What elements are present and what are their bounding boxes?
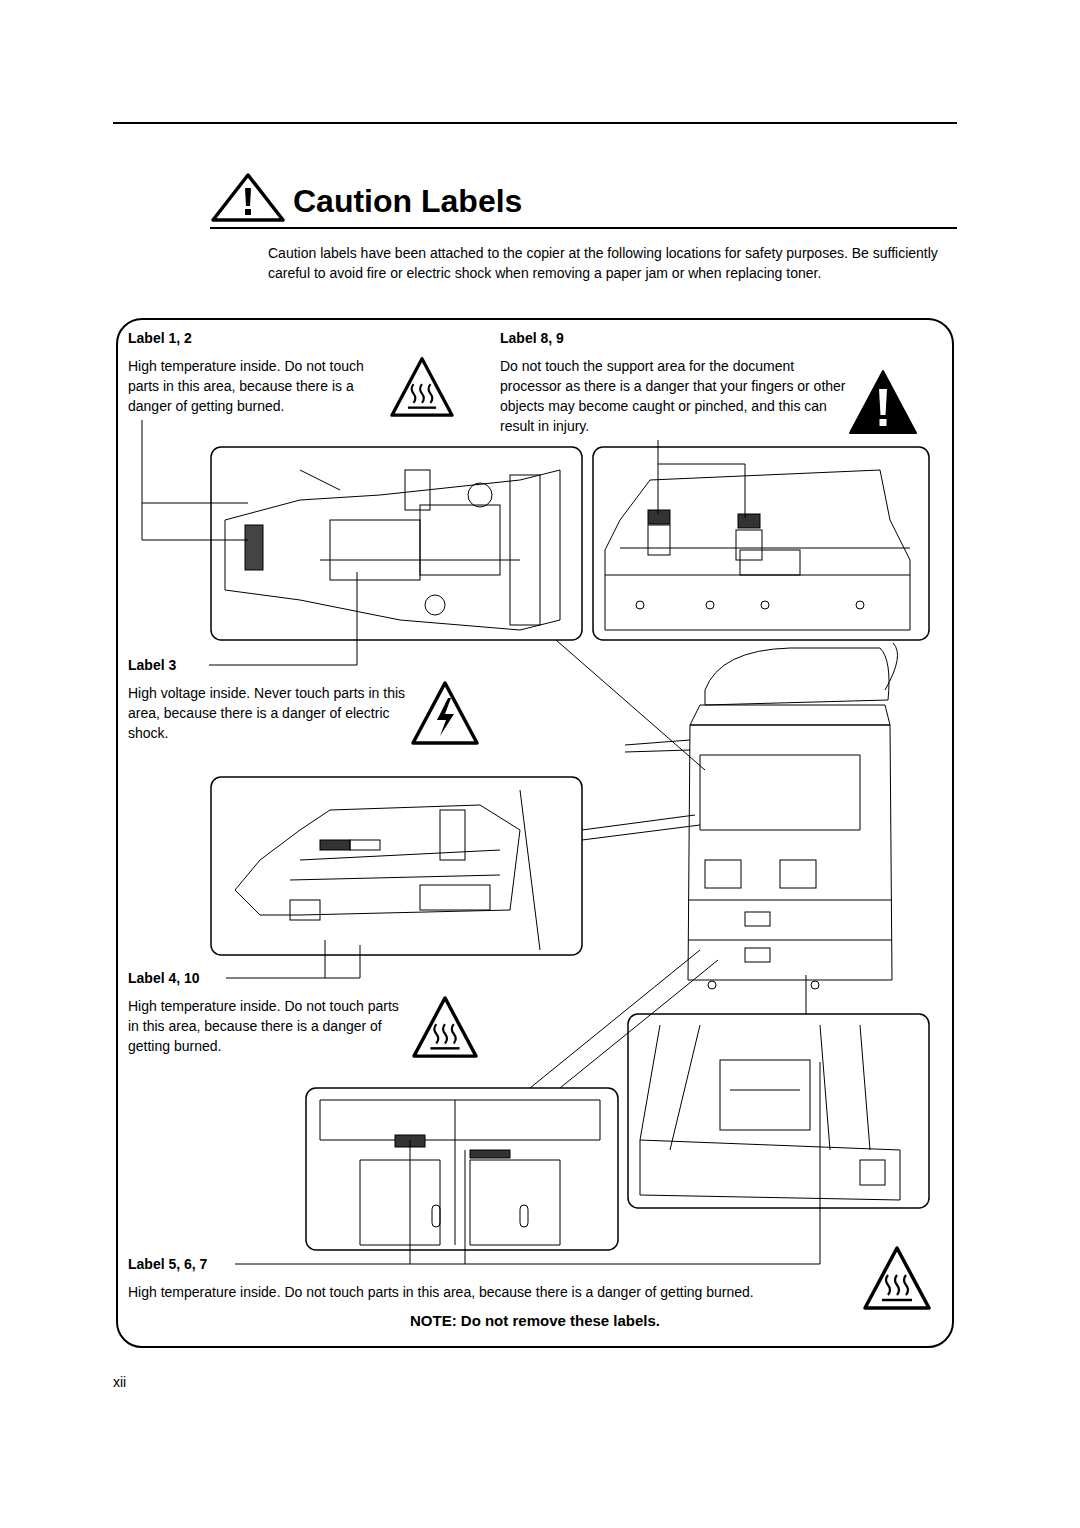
note-text: NOTE: Do not remove these labels. xyxy=(118,1312,952,1329)
label-heading: Label 4, 10 xyxy=(128,968,226,988)
caution-text: High voltage inside. Never touch parts i… xyxy=(128,683,413,743)
label-heading: Label 5, 6, 7 xyxy=(128,1254,235,1274)
page-title: Caution Labels xyxy=(293,182,522,220)
labels-frame: NOTE: Do not remove these labels. xyxy=(116,318,954,1348)
label-heading: Label 1, 2 xyxy=(128,328,331,348)
caution-text: High temperature inside. Do not touch pa… xyxy=(128,356,388,416)
label-heading: Label 3 xyxy=(128,655,209,675)
caution-text: Do not touch the support area for the do… xyxy=(500,356,850,436)
label-heading: Label 8, 9 xyxy=(500,328,703,348)
intro-text: Caution labels have been attached to the… xyxy=(268,243,968,283)
caution-text: High temperature inside. Do not touch pa… xyxy=(128,996,410,1056)
caution-text: High temperature inside. Do not touch pa… xyxy=(128,1282,868,1302)
page-number: xii xyxy=(113,1372,173,1392)
